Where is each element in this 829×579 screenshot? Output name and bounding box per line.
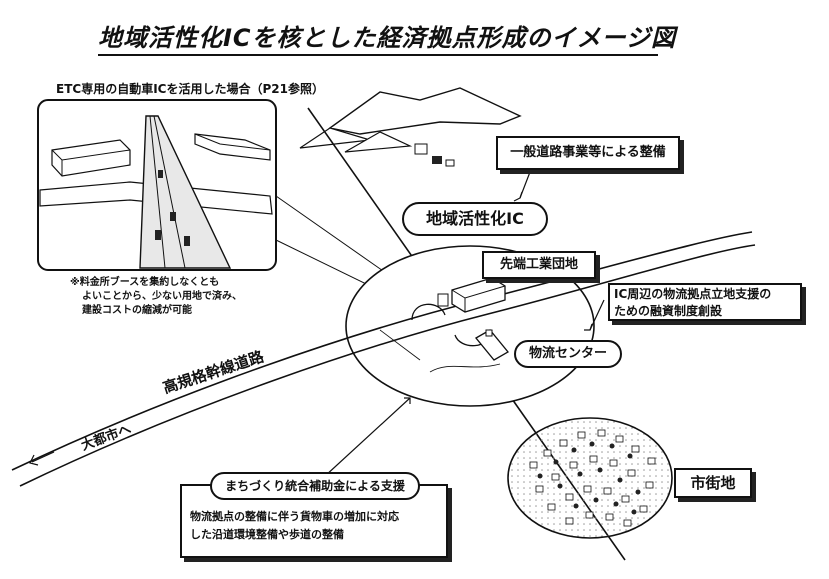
inset-note-line-1: ※料金所ブースを集約しなくとも [70,277,220,288]
inset-note-line-3: 建設コストの縮減が可能 [82,305,192,316]
callout-general-road-project: 一般道路事業等による整備 [496,136,680,170]
inset-note: ※料金所ブースを集約しなくとも よいことから、少ない用地で済み、 建設コストの縮… [70,276,242,318]
town-area-illustration [507,417,673,539]
callout-logistics-financing: IC周辺の物流拠点立地支援の ための融資制度創設 [608,283,802,321]
logistics-financing-line-1: IC周辺の物流拠点立地支援の [614,287,772,301]
label-town-area: 市街地 [674,468,752,498]
inset-note-line-2: よいことから、少ない用地で済み、 [82,291,242,302]
label-advanced-industrial-park: 先端工業団地 [482,251,596,279]
expressway-line-2 [19,244,756,487]
subsidy-detail-line-2: した沿道環境整備や歩道の整備 [190,528,344,541]
logistics-financing-line-2: ための融資制度創設 [614,304,723,318]
subsidy-detail: 物流拠点の整備に伴う貨物車の増加に対応 した沿道環境整備や歩道の整備 [190,508,399,544]
inset-caption: ETC専用の自動車ICを活用した場合（P21参照） [56,82,324,96]
label-logistics-center: 物流センター [514,340,622,368]
expressway-line-1 [11,231,753,471]
page-title: 地域活性化ICを核とした経済拠点形成のイメージ図 [98,22,675,56]
label-regional-ic: 地域活性化IC [402,202,548,236]
mountains-illustration [299,87,522,167]
logistics-center-building [475,329,509,361]
callout-town-development-subsidy: まちづくり統合補助金による支援 物流拠点の整備に伴う貨物車の増加に対応 した沿道… [180,472,448,558]
subsidy-heading: まちづくり統合補助金による支援 [210,472,420,500]
inset-etc-ic-illustration [37,99,277,271]
subsidy-detail-line-1: 物流拠点の整備に伴う貨物車の増加に対応 [190,510,399,523]
